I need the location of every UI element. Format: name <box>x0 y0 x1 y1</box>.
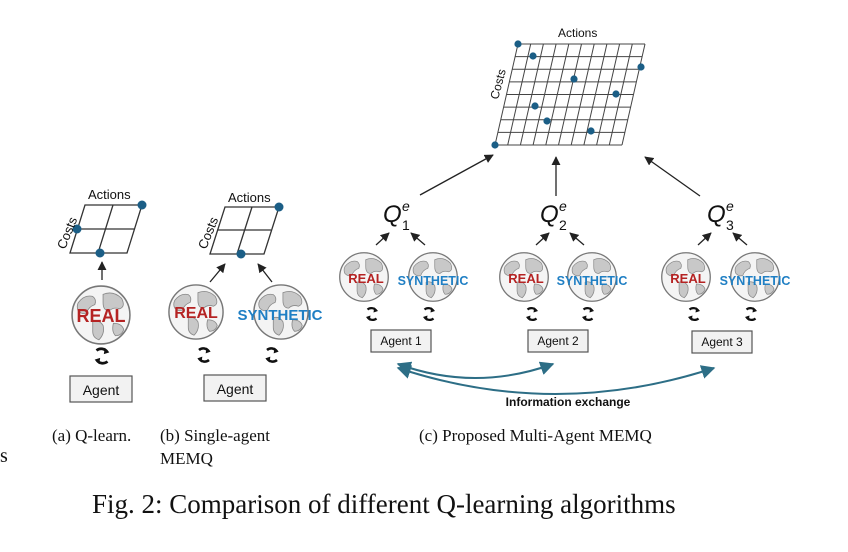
cycle-icon <box>196 346 212 364</box>
actions-label-c: Actions <box>558 26 597 40</box>
grid-dot <box>612 90 620 98</box>
arrow <box>697 232 712 246</box>
arrow <box>410 232 426 246</box>
costs-label-c: Costs <box>487 68 508 101</box>
arrow <box>257 263 273 283</box>
q-sub: 2 <box>559 217 567 233</box>
q-grid-b <box>209 206 280 255</box>
real-label: REAL <box>348 271 383 286</box>
agent-label: Agent 2 <box>537 334 579 348</box>
agent-box <box>527 329 589 353</box>
caption-c: (c) Proposed Multi-Agent MEMQ <box>419 426 652 445</box>
q-base: Q <box>383 201 402 228</box>
arrow <box>375 232 390 246</box>
cycle-icon <box>264 346 280 364</box>
agent-box-a <box>69 375 133 403</box>
synthetic-label: SYNTHETIC <box>720 274 791 288</box>
real-label-a: REAL <box>77 306 126 326</box>
grid-dot <box>514 40 522 48</box>
q-sup: e <box>402 198 410 214</box>
grid-dot <box>637 63 645 71</box>
caption-b-line1: (b) Single-agent <box>160 426 270 445</box>
arrow <box>419 154 494 196</box>
agent-group-2: REAL SYNTHETIC Agent 2 <box>499 232 628 353</box>
synthetic-label: SYNTHETIC <box>398 274 469 288</box>
panel-c: Actions Costs Q e 1 Q e 2 Q e 3 REAL SYNT… <box>339 26 791 409</box>
arrow <box>644 156 701 197</box>
q-value-3: Q e 3 <box>707 198 734 233</box>
q-value-2: Q e 2 <box>540 198 567 233</box>
real-label-b: REAL <box>174 305 218 322</box>
grid-dots <box>491 40 645 149</box>
q-grid-a <box>69 204 143 254</box>
info-exchange-label: Information exchange <box>506 395 631 409</box>
agent-group-3: REAL SYNTHETIC Agent 3 <box>661 232 791 354</box>
q-base: Q <box>707 201 726 228</box>
cycle-icon <box>524 306 540 322</box>
agent-label-a: Agent <box>83 382 120 398</box>
actions-label-b: Actions <box>228 190 271 205</box>
panel-a: Actions Costs REAL Agent <box>54 187 147 403</box>
synthetic-label-b: SYNTHETIC <box>237 307 322 324</box>
q-sup: e <box>559 198 567 214</box>
grid-dot <box>491 141 499 149</box>
panel-b: Actions Costs REAL SYNTHETIC Agent <box>168 190 323 402</box>
q-sub: 3 <box>726 217 734 233</box>
agent-label: Agent 1 <box>380 334 422 348</box>
real-label: REAL <box>670 271 705 286</box>
agent-label-b: Agent <box>217 381 254 397</box>
grid-dot <box>543 117 551 125</box>
grid-dot <box>137 200 147 210</box>
real-label: REAL <box>508 271 543 286</box>
actions-label-a: Actions <box>88 187 131 202</box>
cycle-icon <box>743 306 759 322</box>
cycle-icon <box>580 306 596 322</box>
arrow <box>209 263 226 283</box>
agent-group-1: REAL SYNTHETIC Agent 1 <box>339 232 469 353</box>
caption-a: (a) Q-learn. <box>52 426 132 445</box>
cycle-icon <box>421 306 437 322</box>
grid-dot <box>529 52 537 60</box>
figure-caption: Fig. 2: Comparison of different Q-learni… <box>92 489 676 519</box>
grid-dot <box>587 127 595 135</box>
arrow <box>569 232 585 246</box>
grid-dot <box>570 75 578 83</box>
grid-dot <box>274 202 284 212</box>
agent-box <box>691 330 753 354</box>
grid-dot <box>95 248 105 258</box>
arrow <box>732 232 748 246</box>
caption-b-line2: MEMQ <box>160 449 213 468</box>
grid-dot <box>531 102 539 110</box>
q-sup: e <box>726 198 734 214</box>
q-value-1: Q e 1 <box>383 198 410 233</box>
q-grid-c <box>494 43 646 146</box>
cycle-icon <box>93 346 111 366</box>
grid-dot <box>72 224 82 234</box>
arrow <box>535 232 550 246</box>
agent-label: Agent 3 <box>701 335 743 349</box>
cycle-icon <box>686 306 702 322</box>
exchange-arrow-13 <box>396 365 716 395</box>
grid-dot <box>236 249 246 259</box>
stray-text: s <box>0 445 8 467</box>
agent-box <box>370 329 432 353</box>
agent-box-b <box>203 374 267 402</box>
cycle-icon <box>364 306 380 322</box>
synthetic-label: SYNTHETIC <box>557 274 628 288</box>
q-base: Q <box>540 201 559 228</box>
q-sub: 1 <box>402 217 410 233</box>
